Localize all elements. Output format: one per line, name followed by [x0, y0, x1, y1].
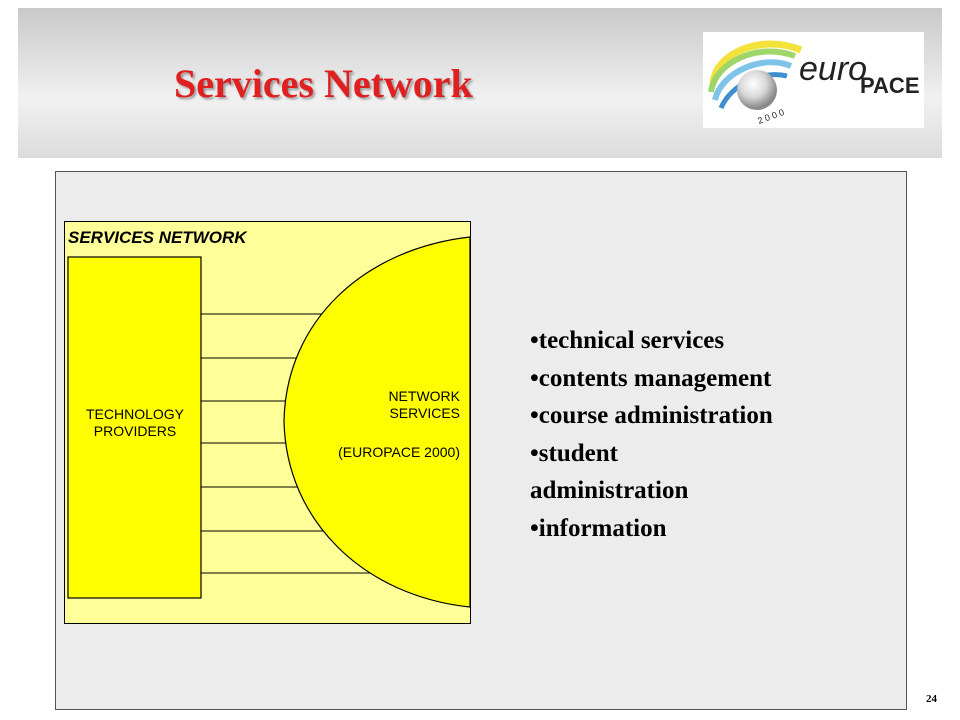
bullet-item: technical services: [530, 322, 780, 360]
service-bullet-list: technical services contents management c…: [530, 322, 780, 547]
network-services-label: NETWORK SERVICES: [388, 388, 460, 421]
logo-text-year: 2 0 0 0: [756, 107, 785, 126]
bullet-item: information: [530, 510, 780, 548]
network-services-shape: [283, 236, 471, 608]
services-network-diagram: [64, 221, 472, 624]
technology-providers-label: TECHNOLOGY PROVIDERS: [85, 406, 184, 439]
diagram-title: SERVICES NETWORK: [68, 228, 247, 247]
europace-logo: euro PACE 2 0 0 0: [703, 32, 924, 128]
logo-text-pace: PACE: [860, 73, 920, 98]
europace-2000-label: (EUROPACE 2000): [338, 444, 460, 460]
bullet-item: student administration: [530, 435, 780, 510]
bullet-item: course administration: [530, 397, 780, 435]
bullet-item: contents management: [530, 360, 780, 398]
page-number: 24: [926, 693, 937, 705]
logo-text-euro: euro: [799, 50, 867, 88]
technology-providers-box: [67, 256, 202, 599]
slide-title: Services Network: [174, 61, 473, 106]
